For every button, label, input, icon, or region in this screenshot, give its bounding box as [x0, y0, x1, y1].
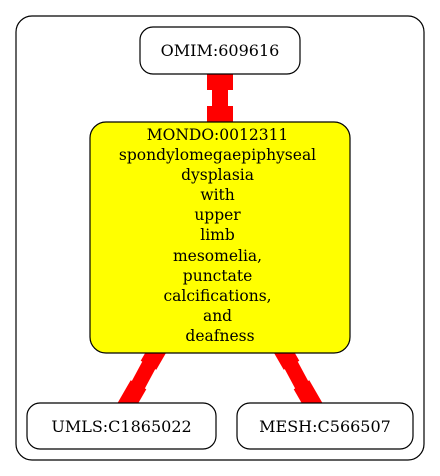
node-mondo-line: limb	[200, 226, 235, 244]
node-mesh[interactable]: MESH:C566507	[236, 402, 414, 450]
node-umls[interactable]: UMLS:C1865022	[26, 402, 217, 450]
node-mondo-line: calcifications,	[163, 287, 271, 305]
node-omim-box	[139, 26, 301, 75]
node-mesh-label: MESH:C566507	[259, 417, 391, 436]
node-mondo-label: MONDO:0012311 spondylomegaepiphyseal dys…	[119, 126, 321, 345]
node-mondo[interactable]: MONDO:0012311 spondylomegaepiphyseal dys…	[89, 121, 351, 354]
node-omim-label: OMIM:609616	[161, 41, 280, 60]
node-mondo-line: punctate	[183, 267, 252, 285]
node-mondo-line: and	[203, 307, 232, 325]
node-mondo-line: dysplasia	[181, 166, 254, 184]
node-mesh-box	[236, 402, 414, 450]
node-mondo-line: MONDO:0012311	[147, 126, 289, 144]
node-mondo-box	[89, 121, 351, 354]
node-mondo-line: upper	[194, 206, 241, 224]
node-mondo-line: mesomelia,	[173, 247, 262, 265]
node-mondo-line: deafness	[185, 327, 254, 345]
node-mondo-line: with	[200, 186, 234, 204]
node-umls-box	[26, 402, 217, 450]
node-mondo-line: spondylomegaepiphyseal	[119, 146, 316, 164]
node-umls-label: UMLS:C1865022	[51, 417, 191, 436]
node-omim[interactable]: OMIM:609616	[139, 26, 301, 75]
